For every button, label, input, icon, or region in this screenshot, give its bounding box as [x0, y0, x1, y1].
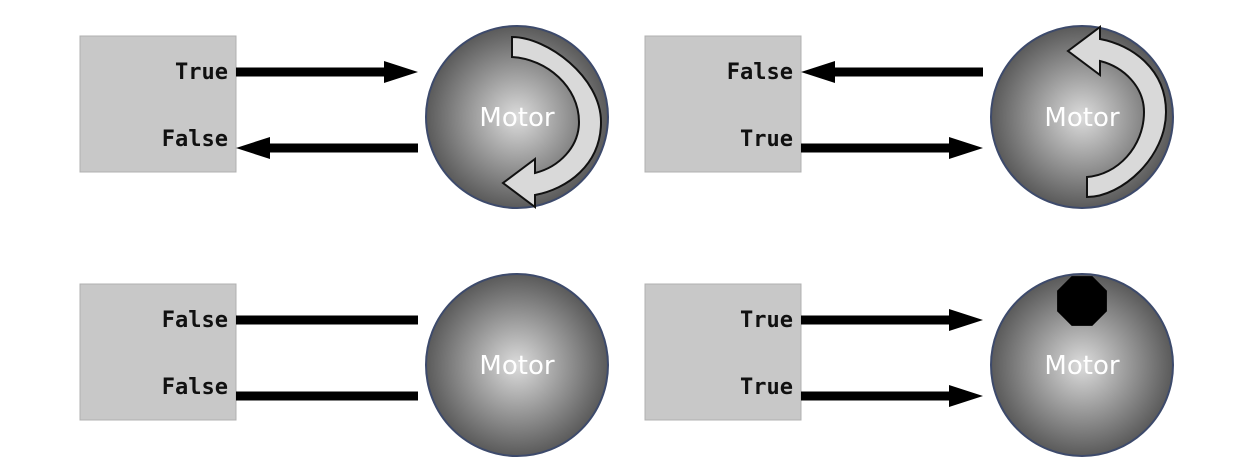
upper-signal-arrow [801, 61, 983, 83]
lower-signal-arrow [236, 137, 418, 159]
logic-box [644, 35, 802, 173]
arrowhead-icon [236, 137, 270, 159]
stop-sign-icon [1057, 276, 1107, 326]
arrowhead-icon [384, 61, 418, 83]
lower-signal-label: False [162, 375, 228, 400]
motor-label: Motor [1044, 103, 1119, 133]
rotate-counterclockwise-icon [1066, 25, 1168, 199]
motor-label: Motor [479, 103, 554, 133]
upper-signal-label: True [175, 60, 228, 85]
logic-box [79, 35, 237, 173]
motor-label: Motor [479, 351, 554, 381]
motor-circle [425, 273, 609, 457]
lower-signal-label: True [740, 375, 793, 400]
upper-signal-arrow [236, 61, 418, 83]
lower-signal-label: True [740, 127, 793, 152]
lower-signal-arrow [801, 385, 983, 407]
arrowhead-icon [801, 61, 835, 83]
upper-signal-arrow [801, 309, 983, 331]
motor-label: Motor [1044, 351, 1119, 381]
upper-signal-label: True [740, 308, 793, 333]
upper-signal-label: False [162, 308, 228, 333]
arrowhead-icon [949, 137, 983, 159]
rotate-clockwise-icon [501, 35, 603, 209]
motor-circle [990, 273, 1174, 457]
logic-box [79, 283, 237, 421]
arrowhead-icon [949, 309, 983, 331]
lower-signal-arrow [801, 137, 983, 159]
lower-signal-label: False [162, 127, 228, 152]
upper-signal-label: False [727, 60, 793, 85]
logic-box [644, 283, 802, 421]
arrowhead-icon [949, 385, 983, 407]
